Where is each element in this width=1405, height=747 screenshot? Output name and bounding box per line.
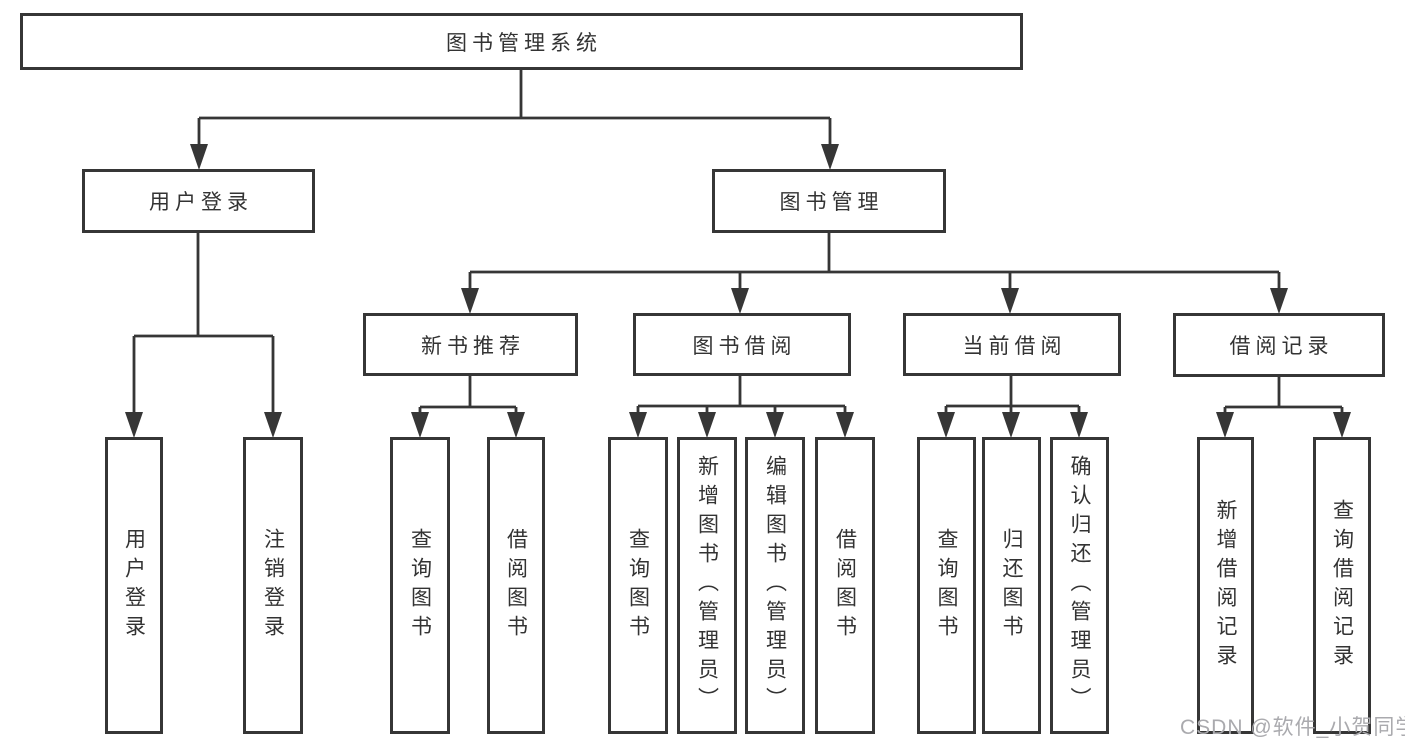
leaf-search-books-current: 查询图书 [917,437,976,734]
leaf-confirm-return-admin: 确认归还（管理员） [1050,437,1109,734]
node-borrowing-records: 借阅记录 [1173,313,1385,377]
leaf-edit-books-admin: 编辑图书（管理员） [745,437,805,734]
leaf-add-borrow-record: 新增借阅记录 [1197,437,1254,734]
leaf-return-books: 归还图书 [982,437,1041,734]
watermark: CSDN @软件_小贺同学 [1180,716,1405,739]
node-new-book-recommendation: 新书推荐 [363,313,578,376]
leaf-borrow-books-borrowing: 借阅图书 [815,437,875,734]
leaf-user-login: 用户登录 [105,437,163,734]
leaf-search-books-recommendation: 查询图书 [390,437,450,734]
leaf-search-borrow-record: 查询借阅记录 [1313,437,1371,734]
node-user-login-branch: 用户登录 [82,169,315,233]
node-book-borrowing: 图书借阅 [633,313,851,376]
leaf-add-books-admin: 新增图书（管理员） [677,437,737,734]
leaf-logout: 注销登录 [243,437,303,734]
leaf-borrow-books-recommendation: 借阅图书 [487,437,545,734]
leaf-search-books-borrowing: 查询图书 [608,437,668,734]
node-book-management-branch: 图书管理 [712,169,946,233]
node-library-management-system: 图书管理系统 [20,13,1023,70]
node-current-borrowing: 当前借阅 [903,313,1121,376]
